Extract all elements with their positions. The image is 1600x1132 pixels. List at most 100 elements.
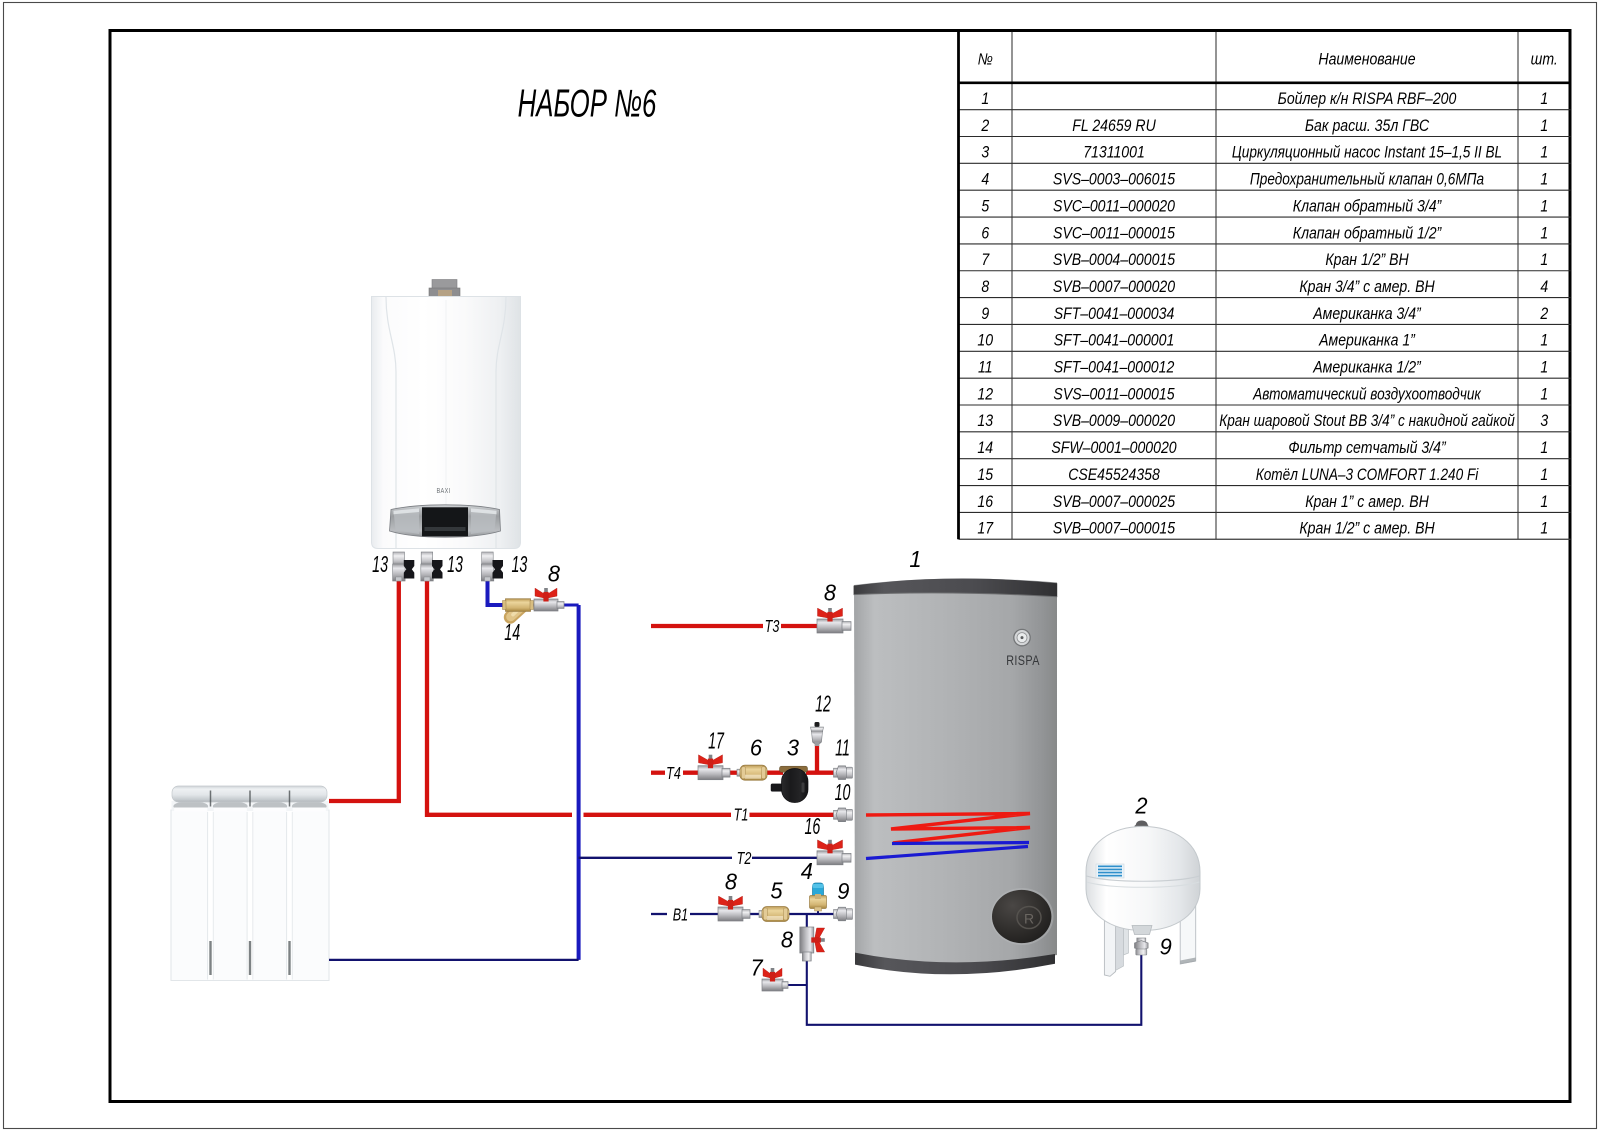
svg-text:1: 1 — [1540, 439, 1548, 457]
svg-text:1: 1 — [1540, 359, 1548, 377]
svg-text:4: 4 — [981, 171, 989, 189]
svg-text:Кран 1/2” с амер. ВН: Кран 1/2” с амер. ВН — [1299, 520, 1434, 538]
svg-text:9: 9 — [837, 878, 850, 904]
svg-text:1: 1 — [1540, 466, 1548, 484]
svg-text:1: 1 — [1540, 117, 1548, 135]
svg-text:Американка 1/2”: Американка 1/2” — [1312, 359, 1421, 377]
svg-text:SFT–0041–000012: SFT–0041–000012 — [1054, 359, 1175, 377]
svg-text:15: 15 — [977, 466, 993, 484]
svg-text:RISPA: RISPA — [1006, 653, 1040, 668]
svg-text:9: 9 — [981, 305, 989, 323]
svg-text:16: 16 — [977, 493, 993, 511]
svg-text:SFW–0001–000020: SFW–0001–000020 — [1051, 439, 1177, 457]
svg-text:8: 8 — [781, 927, 794, 953]
svg-text:12: 12 — [815, 692, 831, 717]
svg-text:2: 2 — [980, 117, 989, 135]
svg-text:1: 1 — [1540, 332, 1548, 350]
svg-text:SFT–0041–000001: SFT–0041–000001 — [1054, 332, 1175, 350]
svg-text:Кран 1/2” ВН: Кран 1/2” ВН — [1325, 251, 1408, 269]
svg-text:7: 7 — [751, 955, 765, 981]
svg-text:1: 1 — [1540, 90, 1548, 108]
svg-text:Предохранительный клапан 0,6МП: Предохранительный клапан 0,6МПа — [1250, 170, 1484, 188]
svg-text:Кран 3/4” с амер. ВН: Кран 3/4” с амер. ВН — [1299, 278, 1434, 296]
svg-text:Американка 3/4”: Американка 3/4” — [1312, 305, 1421, 323]
svg-text:Циркуляционный насос Instant 1: Циркуляционный насос Instant 15–1,5 II B… — [1232, 144, 1502, 162]
svg-text:5: 5 — [770, 878, 783, 904]
svg-text:13: 13 — [372, 553, 388, 578]
svg-text:CSE45524358: CSE45524358 — [1068, 466, 1160, 484]
svg-text:3: 3 — [787, 735, 800, 761]
svg-text:B1: B1 — [673, 905, 688, 925]
svg-text:1: 1 — [981, 90, 989, 108]
svg-text:3: 3 — [981, 144, 989, 162]
svg-text:9: 9 — [1160, 934, 1173, 960]
svg-text:1: 1 — [1540, 385, 1548, 403]
svg-text:8: 8 — [824, 580, 837, 606]
svg-text:Фильтр сетчатый 3/4”: Фильтр сетчатый 3/4” — [1288, 439, 1446, 457]
svg-text:71311001: 71311001 — [1083, 144, 1145, 162]
svg-text:FL 24659 RU: FL 24659 RU — [1072, 117, 1156, 135]
svg-text:3: 3 — [1540, 412, 1548, 430]
svg-text:Кран 1” с амер. ВН: Кран 1” с амер. ВН — [1305, 493, 1429, 511]
svg-text:SFT–0041–000034: SFT–0041–000034 — [1054, 305, 1175, 323]
svg-text:13: 13 — [511, 553, 527, 578]
svg-text:Бак расш. 35л ГВС: Бак расш. 35л ГВС — [1305, 117, 1430, 135]
svg-text:13: 13 — [447, 553, 463, 578]
svg-text:12: 12 — [977, 385, 993, 403]
svg-text:11: 11 — [835, 736, 850, 761]
svg-text:Американка 1”: Американка 1” — [1318, 332, 1416, 350]
svg-text:SVB–0004–000015: SVB–0004–000015 — [1053, 251, 1176, 269]
svg-text:16: 16 — [804, 815, 820, 840]
svg-text:Автоматический воздухоотводчик: Автоматический воздухоотводчик — [1252, 385, 1481, 403]
svg-text:8: 8 — [725, 869, 738, 895]
svg-text:2: 2 — [1539, 305, 1548, 323]
svg-text:1: 1 — [1540, 198, 1548, 216]
svg-text:Клапан обратный 3/4”: Клапан обратный 3/4” — [1293, 198, 1442, 216]
svg-text:Клапан обратный 1/2”: Клапан обратный 1/2” — [1293, 224, 1442, 242]
svg-text:10: 10 — [977, 332, 993, 350]
svg-text:7: 7 — [981, 251, 989, 269]
svg-text:6: 6 — [981, 224, 989, 242]
svg-text:4: 4 — [1540, 278, 1548, 296]
svg-text:Кран шаровой Stout BB 3/4” с н: Кран шаровой Stout BB 3/4” с накидной га… — [1219, 412, 1515, 430]
svg-text:T2: T2 — [737, 849, 752, 869]
svg-text:SVC–0011–000020: SVC–0011–000020 — [1053, 198, 1175, 216]
svg-text:SVS–0003–006015: SVS–0003–006015 — [1053, 171, 1176, 189]
svg-text:8: 8 — [548, 561, 561, 587]
svg-text:6: 6 — [750, 735, 763, 761]
svg-text:T4: T4 — [666, 764, 681, 784]
svg-text:1: 1 — [1540, 251, 1548, 269]
svg-text:10: 10 — [835, 781, 851, 806]
svg-text:8: 8 — [981, 278, 989, 296]
svg-text:1: 1 — [1540, 171, 1548, 189]
svg-text:SVB–0009–000020: SVB–0009–000020 — [1053, 412, 1176, 430]
svg-text:№: № — [978, 50, 994, 68]
svg-text:5: 5 — [981, 198, 989, 216]
svg-text:2: 2 — [1134, 793, 1148, 819]
svg-text:17: 17 — [977, 520, 993, 538]
svg-text:BAXI: BAXI — [436, 487, 450, 495]
svg-text:SVS–0011–000015: SVS–0011–000015 — [1053, 385, 1175, 403]
svg-text:SVB–0007–000025: SVB–0007–000025 — [1053, 493, 1176, 511]
svg-text:13: 13 — [977, 412, 993, 430]
svg-text:шт.: шт. — [1531, 50, 1558, 68]
svg-text:1: 1 — [1540, 520, 1548, 538]
svg-text:11: 11 — [978, 359, 993, 377]
svg-text:17: 17 — [708, 729, 725, 754]
svg-text:1: 1 — [1540, 144, 1548, 162]
svg-text:R: R — [1024, 911, 1034, 927]
svg-text:Наименование: Наименование — [1318, 50, 1415, 68]
svg-text:4: 4 — [801, 858, 813, 884]
svg-text:НАБОР №6: НАБОР №6 — [518, 81, 657, 124]
svg-text:1: 1 — [909, 546, 921, 572]
svg-text:14: 14 — [504, 621, 520, 646]
svg-text:SVC–0011–000015: SVC–0011–000015 — [1053, 224, 1175, 242]
svg-text:SVB–0007–000020: SVB–0007–000020 — [1053, 278, 1176, 296]
svg-text:1: 1 — [1540, 224, 1548, 242]
svg-text:1: 1 — [1540, 493, 1548, 511]
svg-text:T3: T3 — [765, 617, 780, 637]
svg-text:SVB–0007–000015: SVB–0007–000015 — [1053, 520, 1176, 538]
svg-text:14: 14 — [977, 439, 993, 457]
svg-text:Бойлер к/н RISPA RBF–200: Бойлер к/н RISPA RBF–200 — [1278, 90, 1457, 108]
svg-text:T1: T1 — [734, 805, 749, 825]
